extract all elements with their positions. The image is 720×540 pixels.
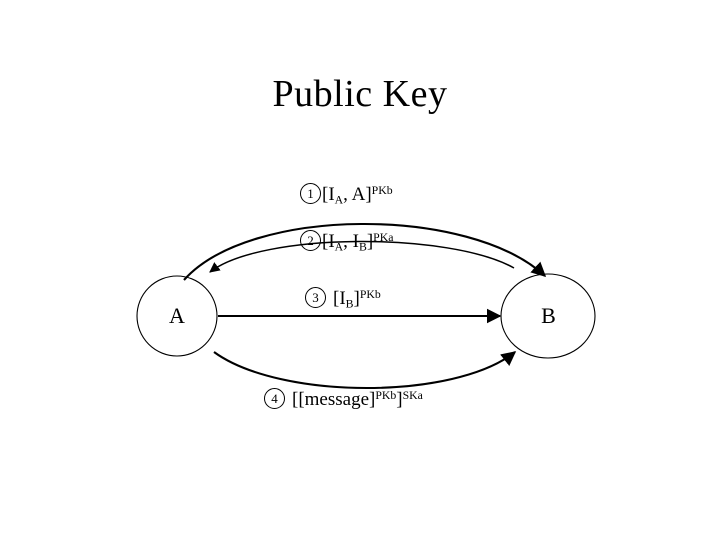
edge-arc-top-1 [183,223,547,281]
step-number-badge-2: 2 [300,230,321,252]
message-text-4: [[message]PKb]SKa [292,389,423,411]
step-number-badge-4: 4 [264,388,285,410]
message-step-1: 1[IA, A]PKb [300,180,393,211]
edge-arc-bottom-4 [213,351,517,389]
message-step-2: 2[IA, IB]PKa [300,227,393,258]
message-text-3: [IB]PKb [333,288,381,311]
edge-arc-top-2 [209,240,515,273]
step-number-badge-3: 3 [305,287,326,309]
page-title: Public Key [272,73,448,115]
node-a-ellipse [136,275,218,357]
message-step-3: 3 [IB]PKb [305,284,381,315]
node-b-label: B [541,303,556,328]
message-text-1: [IA, A]PKb [322,184,393,207]
message-text-2: [IA, IB]PKa [322,231,394,254]
node-a-label: A [169,303,185,328]
step-number-badge-1: 1 [300,183,321,205]
message-step-4: 4 [[message]PKb]SKa [264,385,423,411]
